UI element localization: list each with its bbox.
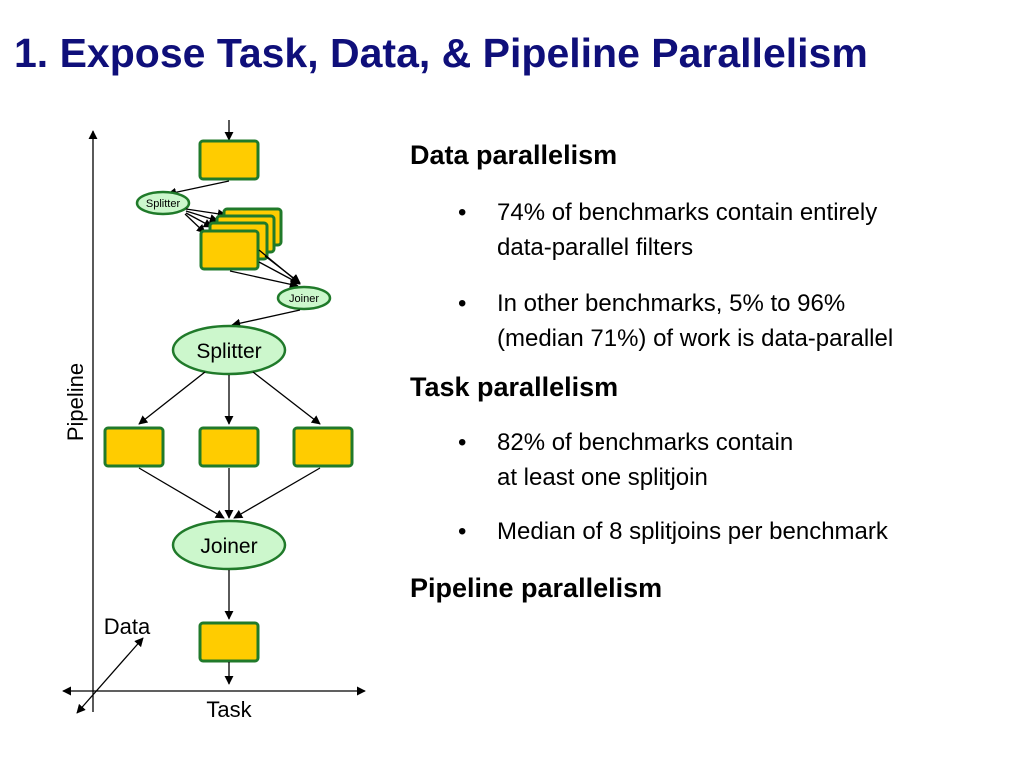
edge <box>264 255 301 284</box>
edge <box>138 371 206 425</box>
list-item-text: Median of 8 splitjoins per benchmark <box>497 518 888 545</box>
pipeline-parallelism-heading: Pipeline parallelism <box>410 573 663 603</box>
edge <box>252 371 321 425</box>
edge <box>258 261 301 285</box>
bullet-icon: • <box>458 290 467 317</box>
list-item: • 74% of benchmarks contain entirely dat… <box>410 195 1010 265</box>
filter-box-middle <box>198 426 260 468</box>
task-axis-label: Task <box>206 697 252 722</box>
filter-box-left <box>103 426 165 468</box>
fissioned-filter-box <box>199 229 260 271</box>
small-joiner-label: Joiner <box>289 293 319 305</box>
filter-box-right <box>292 426 354 468</box>
edge <box>233 467 321 519</box>
list-item: • 82% of benchmarks contain at least one… <box>410 425 1010 495</box>
bullet-list: Data parallelism • 74% of benchmarks con… <box>410 138 1010 605</box>
list-item: • Median of 8 splitjoins per benchmark <box>410 514 1010 549</box>
splitter-label: Splitter <box>196 340 261 363</box>
edge <box>231 309 301 328</box>
edge <box>184 213 206 234</box>
joiner-node <box>171 519 287 571</box>
joiner-label: Joiner <box>200 535 257 558</box>
small-joiner-node <box>276 285 332 311</box>
data-axis-label: Data <box>104 614 151 639</box>
pipeline-axis-label: Pipeline <box>63 363 88 441</box>
list-item-text: 74% of benchmarks contain entirely data-… <box>497 199 878 261</box>
bullet-icon: • <box>458 199 467 226</box>
bullet-icon: • <box>458 518 467 545</box>
data-parallelism-heading: Data parallelism <box>410 140 618 170</box>
filter-box-bottom <box>198 621 260 663</box>
edge <box>138 467 225 519</box>
bullet-icon: • <box>458 429 467 456</box>
edge <box>167 180 230 197</box>
task-parallelism-heading: Task parallelism <box>410 372 619 402</box>
small-splitter-node <box>135 190 191 216</box>
splitter-node <box>171 324 287 376</box>
edge <box>229 270 299 289</box>
edge <box>185 212 213 228</box>
data-axis <box>76 637 144 714</box>
list-item: • In other benchmarks, 5% to 96% (median… <box>410 286 1010 356</box>
filter-box-top <box>198 139 260 181</box>
list-item-text: In other benchmarks, 5% to 96% (median 7… <box>497 290 894 352</box>
list-item-text: 82% of benchmarks contain at least one s… <box>497 429 794 491</box>
small-splitter-label: Splitter <box>146 198 181 210</box>
edge <box>185 208 227 219</box>
slide-title: 1. Expose Task, Data, & Pipeline Paralle… <box>14 30 868 76</box>
